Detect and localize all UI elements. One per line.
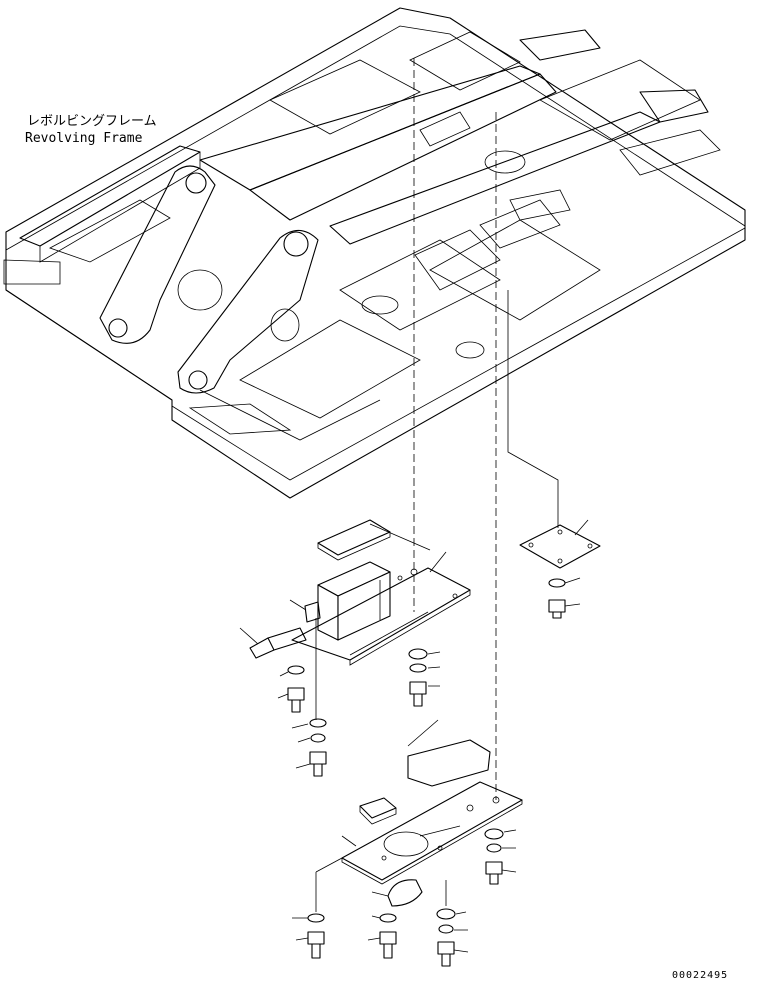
cover-plate-right [519,519,601,619]
frame-label: レボルビングフレーム Revolving Frame [25,114,157,146]
boom-bracket-left [99,165,216,344]
floor-plate-assembly [292,719,523,967]
main-beam [199,65,541,191]
frame-label-ja: レボルビングフレーム [27,114,157,129]
alignment-lines [315,58,559,800]
revolving-frame [3,7,746,499]
frame-outline [5,7,746,499]
storage-box-assembly [239,519,471,777]
drawing-number: 00022495 [672,970,728,981]
frame-label-en: Revolving Frame [25,131,143,146]
